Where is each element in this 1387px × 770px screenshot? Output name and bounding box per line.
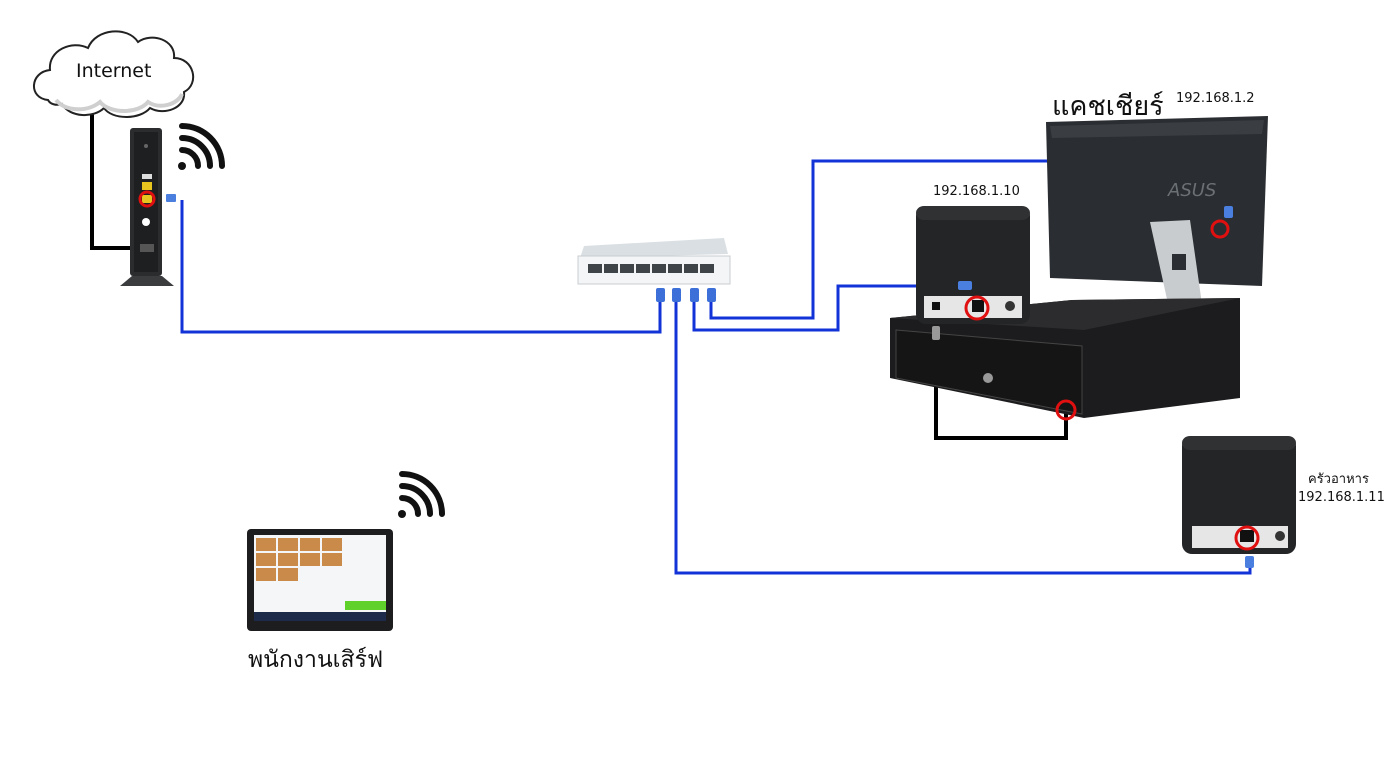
kitchen-printer-ip-label: 192.168.1.11	[1298, 490, 1385, 505]
svg-text:ASUS: ASUS	[1167, 180, 1216, 201]
router-switch-cable	[180, 200, 662, 334]
drawer-cable	[934, 340, 1068, 440]
switch-receipt-printer-cable	[692, 284, 965, 332]
internet-label: Internet	[76, 60, 152, 82]
cashier-lan-port-highlight	[1210, 219, 1230, 239]
cashier-label: แคชเชียร์	[1052, 91, 1164, 122]
internet-cloud-icon	[33, 30, 194, 118]
receipt-printer-lan-port-highlight	[964, 295, 990, 321]
kitchen-printer-icon	[1182, 436, 1296, 568]
router-icon	[120, 128, 176, 286]
waiter-tablet-label: พนักงานเสิร์ฟ	[248, 647, 384, 673]
wifi-icon	[178, 123, 225, 170]
tablet-checkout-bar	[345, 601, 386, 610]
drawer-port-highlight	[1055, 399, 1077, 421]
all-in-one-pc-icon: ASUS	[1046, 116, 1268, 322]
kitchen-printer-lan-port-highlight	[1234, 525, 1260, 551]
kitchen-printer-label: ครัวอาหาร	[1308, 472, 1369, 487]
internet-cable	[90, 108, 134, 250]
cashier-ip-label: 192.168.1.2	[1176, 91, 1255, 106]
receipt-printer-ip-label: 192.168.1.10	[933, 184, 1020, 199]
wifi-icon	[398, 471, 445, 518]
router-lan-port-highlight	[138, 190, 156, 208]
receipt-printer-icon	[916, 206, 1030, 324]
network-switch-icon	[577, 238, 731, 302]
tablet-icon	[247, 529, 393, 631]
